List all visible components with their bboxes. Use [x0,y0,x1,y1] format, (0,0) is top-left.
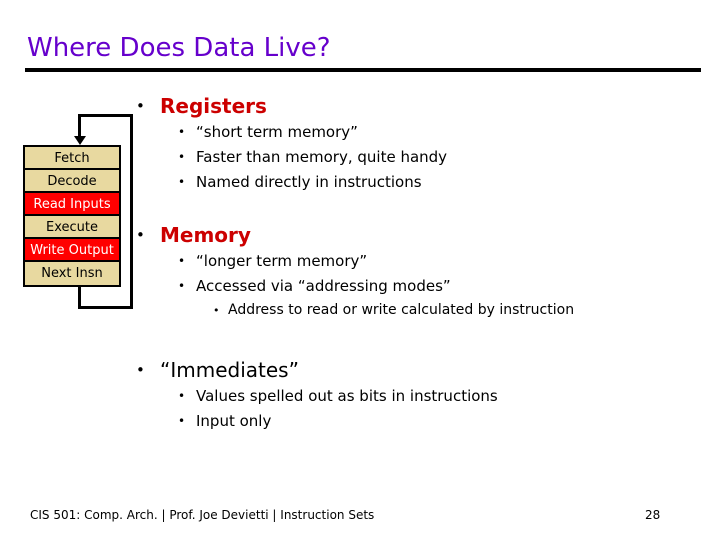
bullet-text: Values spelled out as bits in instructio… [196,387,498,405]
footer-attribution: CIS 501: Comp. Arch. | Prof. Joe Deviett… [30,508,375,522]
bullet-memory: • Memory [136,221,706,249]
bullet-immediates-point-1: • Values spelled out as bits in instruct… [178,384,706,409]
pipeline-stage-execute: Execute [25,216,119,239]
bullet-marker-icon: • [178,279,186,293]
pipeline-stage-read-inputs: Read Inputs [25,193,119,216]
pipeline-stage-fetch: Fetch [25,147,119,170]
bullet-marker-icon: • [213,304,220,317]
bullet-text: Address to read or write calculated by i… [228,302,575,318]
bullet-memory-point-3: • Address to read or write calculated by… [213,299,706,322]
bullet-marker-icon: • [178,254,186,268]
bullet-text: Accessed via “addressing modes” [196,277,451,295]
bullet-immediates: • “Immediates” [136,356,706,384]
loop-arrow-bottom-segment [78,306,133,309]
bullet-immediates-point-2: • Input only [178,409,706,434]
bullet-registers-point-3: • Named directly in instructions [178,170,706,195]
title-divider [25,68,701,72]
bullet-marker-icon: • [136,361,145,379]
bullet-text: “longer term memory” [196,252,368,270]
bullet-text: “short term memory” [196,123,358,141]
slide-body: • Registers • “short term memory” • Fast… [136,92,706,434]
bullet-text: Named directly in instructions [196,173,422,191]
bullet-memory-point-2: • Accessed via “addressing modes” [178,274,706,299]
bullet-marker-icon: • [178,389,186,403]
bullet-registers: • Registers [136,92,706,120]
section-spacer [136,195,706,221]
pipeline-stage-write-output: Write Output [25,239,119,262]
footer-page-number: 28 [645,508,661,522]
bullet-marker-icon: • [178,125,186,139]
page-title: Where Does Data Live? [27,33,331,63]
bullet-marker-icon: • [136,97,145,115]
bullet-registers-point-1: • “short term memory” [178,120,706,145]
pipeline-stage-next-insn: Next Insn [25,262,119,285]
bullet-marker-icon: • [178,175,186,189]
bullet-registers-point-2: • Faster than memory, quite handy [178,145,706,170]
bullet-immediates-label: “Immediates” [160,358,299,382]
bullet-marker-icon: • [136,226,145,244]
bullet-marker-icon: • [178,150,186,164]
instruction-cycle-diagram: Fetch Decode Read Inputs Execute Write O… [18,112,143,317]
loop-arrowhead-icon [74,136,86,145]
bullet-registers-label: Registers [160,94,267,118]
bullet-marker-icon: • [178,414,186,428]
bullet-memory-label: Memory [160,223,251,247]
loop-arrow-exit-segment [78,274,81,309]
bullet-text: Faster than memory, quite handy [196,148,448,166]
pipeline-stage-decode: Decode [25,170,119,193]
loop-arrow-top-segment [78,114,133,117]
loop-arrow-entry-segment [78,114,81,138]
section-spacer [136,322,706,356]
loop-arrow-right-segment [130,114,133,309]
pipeline-stage-stack: Fetch Decode Read Inputs Execute Write O… [23,145,121,287]
bullet-memory-point-1: • “longer term memory” [178,249,706,274]
bullet-text: Input only [196,412,272,430]
